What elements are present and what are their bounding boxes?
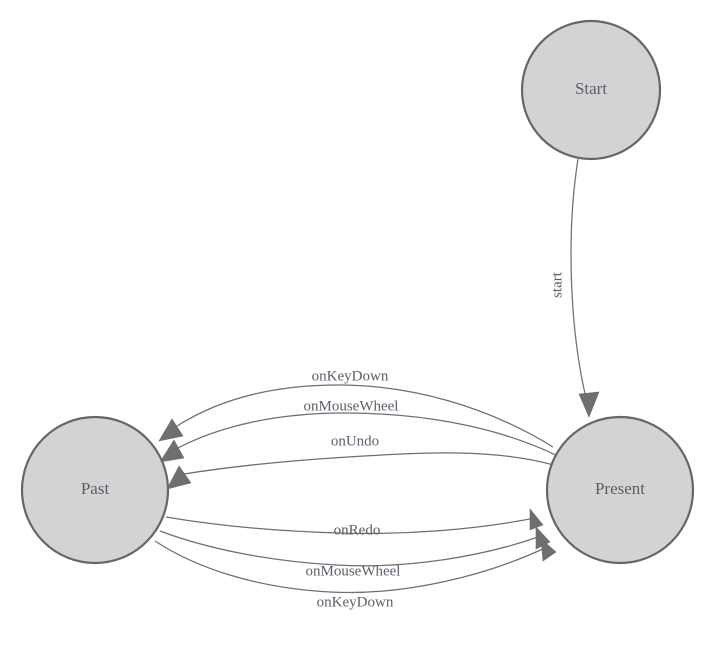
edge-onkeydown-up-path: [176, 384, 554, 448]
edge-onundo-arrowhead: [166, 465, 192, 490]
edge-label-onmousewheel-dn: onMouseWheel: [306, 563, 401, 579]
edge-label-onmousewheel-up: onMouseWheel: [304, 398, 399, 414]
edge-onredo-path: [165, 516, 536, 535]
edge-onmousewheel-up-path: [177, 412, 559, 457]
edge-onmousewheel-up-arrowhead: [159, 439, 185, 463]
node-present[interactable]: Present: [545, 415, 695, 565]
node-start[interactable]: Start: [520, 19, 662, 161]
node-past-label: Past: [81, 479, 110, 498]
node-past[interactable]: Past: [20, 415, 170, 565]
edge-onkeydown-dn-path: [154, 540, 548, 594]
edge-onkeydown-dn-arrowhead: [540, 538, 557, 562]
node-start-label: Start: [575, 79, 607, 98]
edge-label-onundo: onUndo: [331, 433, 379, 449]
edge-start[interactable]: start: [549, 158, 600, 418]
node-present-label: Present: [595, 479, 645, 498]
edge-onkeydown-past-to-present[interactable]: onKeyDown: [154, 538, 557, 610]
edge-onundo-path: [183, 452, 558, 475]
node-present-circle: [545, 415, 695, 565]
edge-onkeydown-up-arrowhead: [158, 418, 184, 442]
edge-onmousewheel-dn-path: [159, 530, 542, 567]
edge-onkeydown-present-to-past[interactable]: onKeyDown: [158, 368, 554, 448]
edge-onredo-arrowhead: [529, 508, 544, 531]
edge-label-onredo: onRedo: [334, 522, 381, 538]
node-start-circle: [520, 19, 662, 161]
edge-label-onkeydown-up: onKeyDown: [312, 368, 389, 384]
edge-start-arrowhead: [578, 391, 600, 418]
edge-onredo-past-to-present[interactable]: onRedo: [165, 508, 544, 538]
edge-label-start: start: [549, 271, 565, 298]
edge-onundo-present-to-past[interactable]: onUndo: [166, 433, 558, 490]
node-past-circle: [20, 415, 170, 565]
edge-label-onkeydown-dn: onKeyDown: [317, 594, 394, 610]
edge-start-path: [570, 158, 587, 399]
edge-onmousewheel-present-to-past[interactable]: onMouseWheel: [159, 398, 559, 463]
